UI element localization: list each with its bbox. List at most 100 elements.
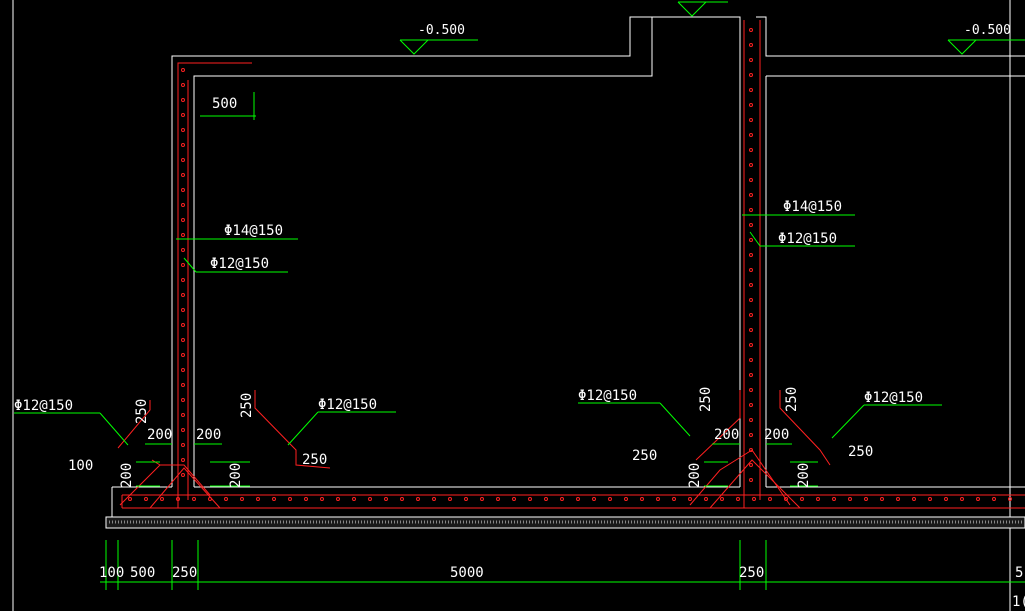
- rebar-dot: [560, 497, 564, 501]
- rebar-dot: [749, 208, 753, 212]
- dim-200-right-v1: 200: [687, 463, 703, 488]
- rebar-dot: [749, 463, 753, 467]
- elevation-label-right: -0.500: [964, 23, 1011, 38]
- rebar-dot: [832, 497, 836, 501]
- rebar-dot: [864, 497, 868, 501]
- dim-250-right-v2: 250: [784, 387, 800, 412]
- rebar-dot: [181, 263, 185, 267]
- rebar-dot: [749, 43, 753, 47]
- rebar-dot: [749, 448, 753, 452]
- rebar-dot: [749, 103, 753, 107]
- dim-200-left-v2: 200: [228, 463, 244, 488]
- rebar-dot: [749, 388, 753, 392]
- rebar-dot: [592, 497, 596, 501]
- rebar-dot: [181, 98, 185, 102]
- dim-200-haunch-left-a: 200: [147, 427, 172, 443]
- rebar-dot: [181, 443, 185, 447]
- rebar-dot: [749, 478, 753, 482]
- dim-bottom-5000: 5000: [450, 565, 484, 581]
- rebar-dot: [749, 268, 753, 272]
- rebar-dot: [736, 497, 740, 501]
- rebar-dot: [181, 338, 185, 342]
- dim-bottom-250-b: 250: [739, 565, 764, 581]
- rebar-lines: [117, 20, 1025, 509]
- rebar-dot: [181, 353, 185, 357]
- dim-bottom-5: 5: [1015, 565, 1023, 581]
- rebar-dot: [368, 497, 372, 501]
- rebar-dot: [749, 238, 753, 242]
- rebar-dot: [192, 497, 196, 501]
- rebar-dot: [181, 278, 185, 282]
- rebar-dot: [240, 497, 244, 501]
- rebar-dot: [181, 158, 185, 162]
- dim-200-left-v1: 200: [119, 463, 135, 488]
- rebar-dot: [749, 283, 753, 287]
- rebar-dot: [749, 298, 753, 302]
- rebar-dot: [384, 497, 388, 501]
- dim-250-left-b-v: 250: [239, 393, 255, 418]
- rebar-label-haunch-left-outer: Φ12@150: [14, 398, 73, 414]
- rebar-dot: [181, 233, 185, 237]
- rebar-dot: [784, 497, 788, 501]
- rebar-dot: [749, 328, 753, 332]
- rebar-dot: [181, 128, 185, 132]
- dim-250-haunch-right-a: 250: [632, 448, 657, 464]
- rebar-dot: [749, 358, 753, 362]
- rebar-dot: [181, 383, 185, 387]
- rebar-label-left-wall-outer: Φ14@150: [224, 223, 283, 239]
- dim-bottom-100: 100: [99, 565, 124, 581]
- rebar-dot: [181, 398, 185, 402]
- rebar-dot: [749, 253, 753, 257]
- rebar-dot: [800, 497, 804, 501]
- rebar-dot: [749, 118, 753, 122]
- rebar-dot: [749, 58, 753, 62]
- rebar-dot: [288, 497, 292, 501]
- rebar-dot: [496, 497, 500, 501]
- rebar-dots: [128, 28, 1012, 501]
- rebar-label-haunch-right-left: Φ12@150: [578, 388, 637, 404]
- rebar-dot: [208, 497, 212, 501]
- dim-200-haunch-right-a: 200: [714, 427, 739, 443]
- rebar-dot: [304, 497, 308, 501]
- dim-250-right-v1: 250: [698, 387, 714, 412]
- rebar-dot: [128, 497, 132, 501]
- rebar-dot: [181, 83, 185, 87]
- rebar-dot: [768, 497, 772, 501]
- rebar-dot: [144, 497, 148, 501]
- dim-250-haunch-right-b: 250: [848, 444, 873, 460]
- dim-bottom-250-a: 250: [172, 565, 197, 581]
- rebar-dot: [181, 368, 185, 372]
- dim-500-top: 500: [212, 96, 237, 112]
- rebar-dot: [749, 223, 753, 227]
- rebar-dot: [464, 497, 468, 501]
- rebar-dot: [181, 308, 185, 312]
- dim-200-haunch-right-b: 200: [764, 427, 789, 443]
- dim-100-left: 100: [68, 458, 93, 474]
- rebar-dot: [181, 143, 185, 147]
- rebar-dot: [181, 173, 185, 177]
- rebar-dot: [896, 497, 900, 501]
- rebar-dot: [176, 497, 180, 501]
- rebar-dot: [181, 428, 185, 432]
- rebar-dot: [816, 497, 820, 501]
- rebar-dot: [181, 473, 185, 477]
- rebar-dot: [181, 248, 185, 252]
- rebar-dot: [992, 497, 996, 501]
- dim-bottom-500: 500: [130, 565, 155, 581]
- dim-200-right-v2: 200: [796, 463, 812, 488]
- rebar-dot: [432, 497, 436, 501]
- rebar-label-haunch-left-inner: Φ12@150: [318, 397, 377, 413]
- rebar-dot: [749, 148, 753, 152]
- rebar-dot: [704, 497, 708, 501]
- rebar-label-left-wall-inner: Φ12@150: [210, 256, 269, 272]
- rebar-dot: [160, 497, 164, 501]
- rebar-dot: [749, 88, 753, 92]
- rebar-dot: [512, 497, 516, 501]
- rebar-dot: [336, 497, 340, 501]
- dim-bottom-partial: 1(: [1012, 594, 1025, 610]
- rebar-dot: [181, 113, 185, 117]
- rebar-dot: [749, 133, 753, 137]
- rebar-dot: [749, 433, 753, 437]
- rebar-label-right-wall-inner: Φ12@150: [778, 231, 837, 247]
